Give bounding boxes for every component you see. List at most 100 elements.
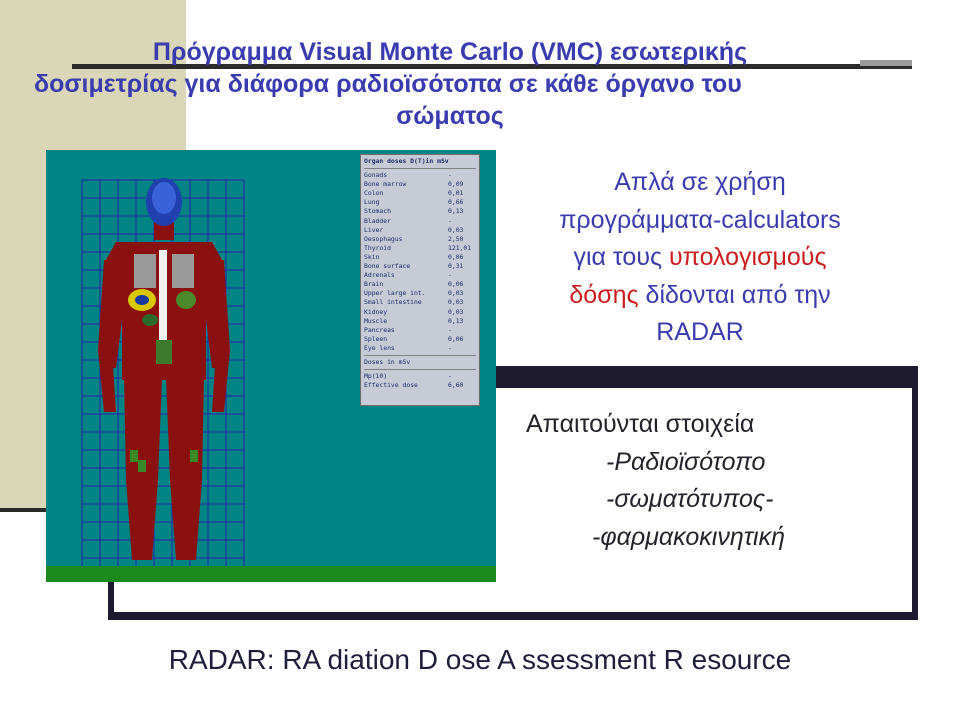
dose-table-row: Adrenals - — [364, 271, 476, 280]
usage-line5: RADAR — [656, 318, 744, 346]
dose-value: 0,13 — [448, 316, 464, 325]
dose-value: - — [448, 271, 452, 280]
usage-line1: Απλά σε χρήση — [614, 168, 786, 196]
usage-line4-post: δίδονται από την — [638, 280, 831, 309]
dose-organ-label: Upper large int. — [364, 289, 426, 298]
dose-organ-label: Spleen — [364, 334, 388, 343]
usage-line4-highlight: δόσης — [569, 280, 639, 309]
dose-organ-label: Small intestine — [364, 298, 422, 307]
dose-organ-label: Stomach — [364, 207, 391, 216]
dose-value: - — [448, 216, 452, 225]
side-decor-line — [0, 508, 60, 512]
phantom-brain — [152, 182, 176, 214]
dose-table-row: Lung 0,66 — [364, 198, 476, 207]
dose-footer-header: Doses in mSv — [364, 357, 411, 366]
dose-footer-rows: Mp(10) - Effective dose 6,60 — [364, 372, 476, 390]
dose-value: 2,50 — [448, 234, 464, 243]
usage-line3-pre: για τους — [573, 243, 669, 271]
dose-value: 0,06 — [448, 334, 464, 343]
dose-table-row: Spleen 0,06 — [364, 335, 476, 344]
dose-table-row: Gonads - — [364, 171, 476, 180]
vmc-status-strip — [46, 566, 496, 582]
dose-table-row: Bone marrow 0,09 — [364, 180, 476, 189]
dose-table-row: Small intestine 0,03 — [364, 298, 476, 307]
dose-value: 0,09 — [448, 180, 464, 189]
slide-title: Πρόγραμμα Visual Monte Carlo (VMC) εσωτε… — [0, 36, 840, 132]
dose-value: 0,03 — [448, 307, 464, 316]
dose-organ-label: Effective dose — [364, 381, 418, 390]
usage-text: Απλά σε χρήση προγράμματα-calculators γι… — [500, 164, 900, 352]
requirements-text: Απαιτούνται στοιχεία -Ραδιοϊσότοπο -σωμα… — [510, 406, 910, 556]
slide-title-line3: σώματος — [396, 102, 504, 130]
dose-value: 0,13 — [448, 207, 464, 216]
dose-organ-label: Oesophagus — [364, 234, 403, 243]
dose-organ-label: Gonads — [364, 171, 388, 180]
usage-line3-highlight: υπολογισμούς — [669, 243, 827, 271]
requirements-title: Απαιτούνται στοιχεία — [526, 410, 755, 438]
dose-table-row: Brain 0,06 — [364, 280, 476, 289]
usage-line3: για τους υπολογισμούς — [500, 239, 900, 277]
dose-table-row: Bone surface 0,31 — [364, 262, 476, 271]
dose-table-row: Upper large int. 0,03 — [364, 289, 476, 298]
dose-organ-label: Brain — [364, 280, 384, 289]
dose-organ-label: Colon — [364, 189, 384, 198]
dose-value: - — [448, 372, 452, 381]
dose-table-row: Pancreas- — [364, 326, 476, 335]
dose-table-row: Bladder - — [364, 217, 476, 226]
dose-organ-label: Bone marrow — [364, 180, 407, 189]
title-rule-accent — [860, 60, 912, 66]
dose-value: 0,06 — [448, 252, 464, 261]
dose-table-divider — [364, 369, 476, 371]
dose-table-row: Stomach 0,13 — [364, 207, 476, 216]
requirements-item: -σωματότυπος- — [606, 485, 774, 513]
dose-value: 0,06 — [448, 280, 464, 289]
dose-value: 121,01 — [448, 243, 472, 252]
phantom-organs — [128, 250, 198, 472]
dose-table-divider — [364, 168, 476, 170]
dose-value: 0,31 — [448, 262, 464, 271]
frame-left-bar — [108, 580, 114, 620]
dose-table-row: Effective dose 6,60 — [364, 381, 476, 390]
dose-organ-label: Bladder — [364, 216, 391, 225]
dose-table: Organ doses D(T)in mSv Gonads-Bone marro… — [360, 154, 480, 406]
dose-value: 0,66 — [448, 198, 464, 207]
slide-title-line1: Πρόγραμμα Visual Monte Carlo (VMC) εσωτε… — [152, 38, 748, 66]
dose-table-row: Skin 0,06 — [364, 253, 476, 262]
dose-table-row: Liver 0,03 — [364, 226, 476, 235]
usage-line2: προγράμματα-calculators — [559, 205, 841, 234]
dose-value: 0,03 — [448, 289, 464, 298]
dose-organ-label: Liver — [364, 225, 384, 234]
slide-title-line2: δοσιμετρίας για διάφορα ραδιοϊσότοπα σε … — [34, 70, 742, 98]
dose-table-row: Eye lens- — [364, 344, 476, 353]
body-phantom-icon — [81, 178, 245, 571]
dose-organ-label: Mp(10) — [364, 372, 388, 381]
title-rule — [72, 64, 912, 69]
dose-organ-label: Thyroid — [364, 243, 391, 252]
dose-organ-label: Lung — [364, 198, 380, 207]
frame-bottom-bar — [108, 612, 918, 620]
dose-table-divider — [364, 354, 476, 356]
dose-table-row: Muscle 0,13 — [364, 317, 476, 326]
dose-value: 6,60 — [448, 381, 464, 390]
dose-organ-label: Skin — [364, 252, 380, 261]
dose-value: 0,03 — [448, 298, 464, 307]
usage-line4: δόσης δίδονται από την — [500, 277, 900, 315]
dose-organ-label: Pancreas — [364, 325, 395, 334]
frame-right-bar — [912, 366, 918, 620]
dose-table-row: Thyroid 121,01 — [364, 244, 476, 253]
dose-organ-label: Muscle — [364, 316, 388, 325]
slide-footer: RADAR: RA diation D ose A ssessment R es… — [168, 644, 792, 675]
dose-organ-label: Bone surface — [364, 262, 411, 271]
frame-top-bar — [496, 366, 918, 388]
dose-table-header: Organ doses D(T)in mSv — [364, 157, 449, 165]
dose-value: - — [448, 171, 452, 180]
dose-value: 0,03 — [448, 225, 464, 234]
requirements-item: -φαρμακοκινητική — [592, 522, 785, 551]
dose-organ-label: Adrenals — [364, 271, 395, 280]
dose-table-row: Mp(10) - — [364, 372, 476, 381]
dose-table-row: Oesophagus 2,50 — [364, 235, 476, 244]
dose-organ-label: Eye lens — [364, 343, 395, 352]
